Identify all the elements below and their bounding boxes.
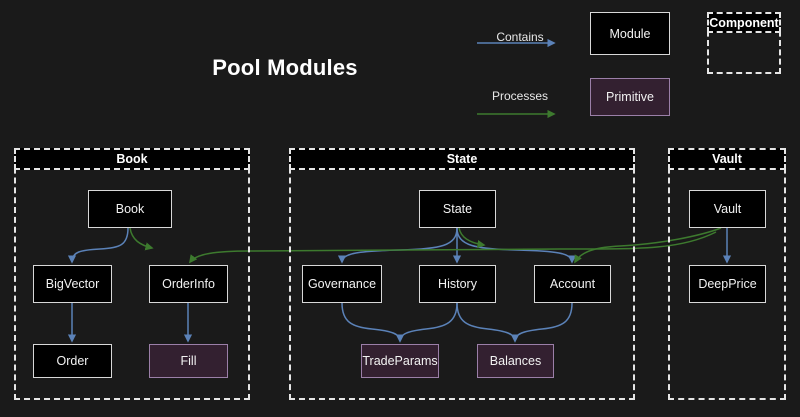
node-order[interactable]: Order [33,344,112,378]
node-bigvector-label: BigVector [45,277,100,291]
group-state-header: State [289,148,635,170]
node-governance-label: Governance [307,277,377,291]
group-vault-label: Vault [712,152,742,166]
node-state[interactable]: State [419,190,496,228]
legend-component-label: Component [709,15,779,30]
node-tradeparams[interactable]: TradeParams [361,344,439,378]
node-orderinfo[interactable]: OrderInfo [149,265,228,303]
group-book-header: Book [14,148,250,170]
node-fill[interactable]: Fill [149,344,228,378]
legend-module-box: Module [590,12,670,55]
node-order-label: Order [56,354,89,368]
node-deepprice-label: DeepPrice [698,277,757,291]
group-state-label: State [446,152,478,166]
node-book-label: Book [115,202,145,216]
group-vault-header: Vault [668,148,786,170]
node-account-label: Account [549,277,596,291]
legend-primitive-box: Primitive [590,78,670,116]
legend-component-header: Component [707,12,781,33]
legend-processes-label: Processes [491,89,549,103]
node-balances[interactable]: Balances [477,344,554,378]
node-history-label: History [438,277,477,291]
node-book[interactable]: Book [88,190,172,228]
legend-module-label: Module [609,26,651,41]
page-title: Pool Modules [212,55,358,80]
legend-contains-label: Contains [496,30,544,44]
node-tradeparams-label: TradeParams [362,354,438,368]
node-governance[interactable]: Governance [302,265,382,303]
node-history[interactable]: History [419,265,496,303]
legend-primitive-label: Primitive [606,90,654,104]
node-bigvector[interactable]: BigVector [33,265,112,303]
group-book-label: Book [116,152,148,166]
node-deepprice[interactable]: DeepPrice [689,265,766,303]
node-vault-label: Vault [713,202,742,216]
node-orderinfo-label: OrderInfo [162,277,215,291]
node-fill-label: Fill [180,354,197,368]
node-vault[interactable]: Vault [689,190,766,228]
node-balances-label: Balances [489,354,542,368]
node-account[interactable]: Account [534,265,611,303]
node-state-label: State [442,202,473,216]
